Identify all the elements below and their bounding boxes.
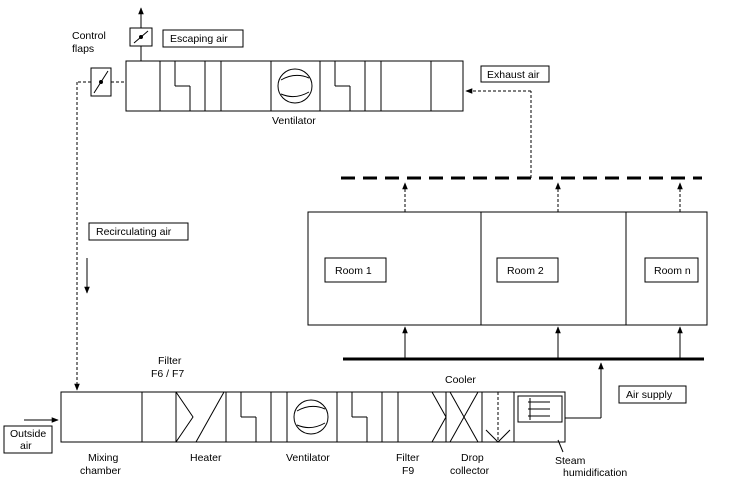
drop-collector-icon bbox=[449, 391, 511, 443]
exhaust-air-unit bbox=[125, 60, 464, 112]
mixing-chamber-label-line1: Mixing bbox=[88, 452, 119, 464]
filter-f6-f7-icon bbox=[175, 391, 194, 443]
filter-f9-label-line2: F9 bbox=[402, 465, 414, 477]
mixing-chamber-label-line2: chamber bbox=[80, 465, 121, 477]
escaping-air-label-box bbox=[162, 29, 244, 48]
filter-f9-label-line1: Filter bbox=[396, 452, 420, 464]
exhaust-filter-icon bbox=[174, 61, 206, 111]
filter-f9-icon bbox=[431, 391, 447, 443]
room-n-label: Room n bbox=[654, 265, 691, 277]
steam-humidification-label-line2: humidification bbox=[563, 467, 627, 479]
recirculating-air-label-box bbox=[88, 222, 189, 241]
steam-humidification-leader bbox=[557, 439, 564, 453]
filter-f6-f7-label-line1: Filter bbox=[158, 355, 182, 367]
cooler-coil-icon bbox=[240, 392, 272, 442]
ventilator-top-label: Ventilator bbox=[272, 115, 316, 127]
rooms-block: Room 1 Room 2 Room n bbox=[307, 211, 708, 326]
outside-air-label-line1: Outside bbox=[10, 428, 46, 440]
heater-label: Heater bbox=[190, 452, 222, 464]
control-flaps-label-line1: Control bbox=[72, 30, 106, 42]
heater-icon bbox=[195, 391, 225, 443]
steam-humidification-label-line1: Steam bbox=[555, 455, 586, 467]
escaping-air-label: Escaping air bbox=[170, 33, 228, 45]
drop-collector-label-line2: collector bbox=[450, 465, 490, 477]
ventilator-bottom-label: Ventilator bbox=[286, 452, 330, 464]
outside-air-label-line2: air bbox=[20, 440, 32, 452]
room-2-box bbox=[496, 257, 559, 283]
air-supply-label: Air supply bbox=[626, 389, 673, 401]
supply-air-handling-unit bbox=[60, 391, 566, 443]
cooler-label: Cooler bbox=[445, 374, 476, 386]
filter-f6-f7-label-line2: F6 / F7 bbox=[151, 368, 184, 380]
supply-unit-housing bbox=[60, 391, 566, 443]
exhaust-filter-2-icon bbox=[334, 61, 366, 111]
supply-baffle-icon bbox=[351, 392, 383, 442]
exhaust-ventilator-fan-icon bbox=[277, 68, 313, 104]
outside-air-label-box bbox=[3, 425, 53, 454]
room-2-label: Room 2 bbox=[507, 265, 544, 277]
room-n-box bbox=[644, 257, 699, 283]
steam-humidifier-icon bbox=[517, 395, 563, 423]
air-supply-label-box bbox=[618, 385, 687, 404]
room-1-box bbox=[324, 257, 387, 283]
exhaust-air-label: Exhaust air bbox=[487, 69, 540, 81]
recirculating-air-label: Recirculating air bbox=[96, 226, 172, 238]
exhaust-air-label-box bbox=[480, 65, 550, 83]
control-flaps-label-line2: flaps bbox=[72, 43, 94, 55]
drop-collector-label-line1: Drop bbox=[461, 452, 484, 464]
room-1-label: Room 1 bbox=[335, 265, 372, 277]
supply-ventilator-fan-icon bbox=[293, 399, 329, 435]
